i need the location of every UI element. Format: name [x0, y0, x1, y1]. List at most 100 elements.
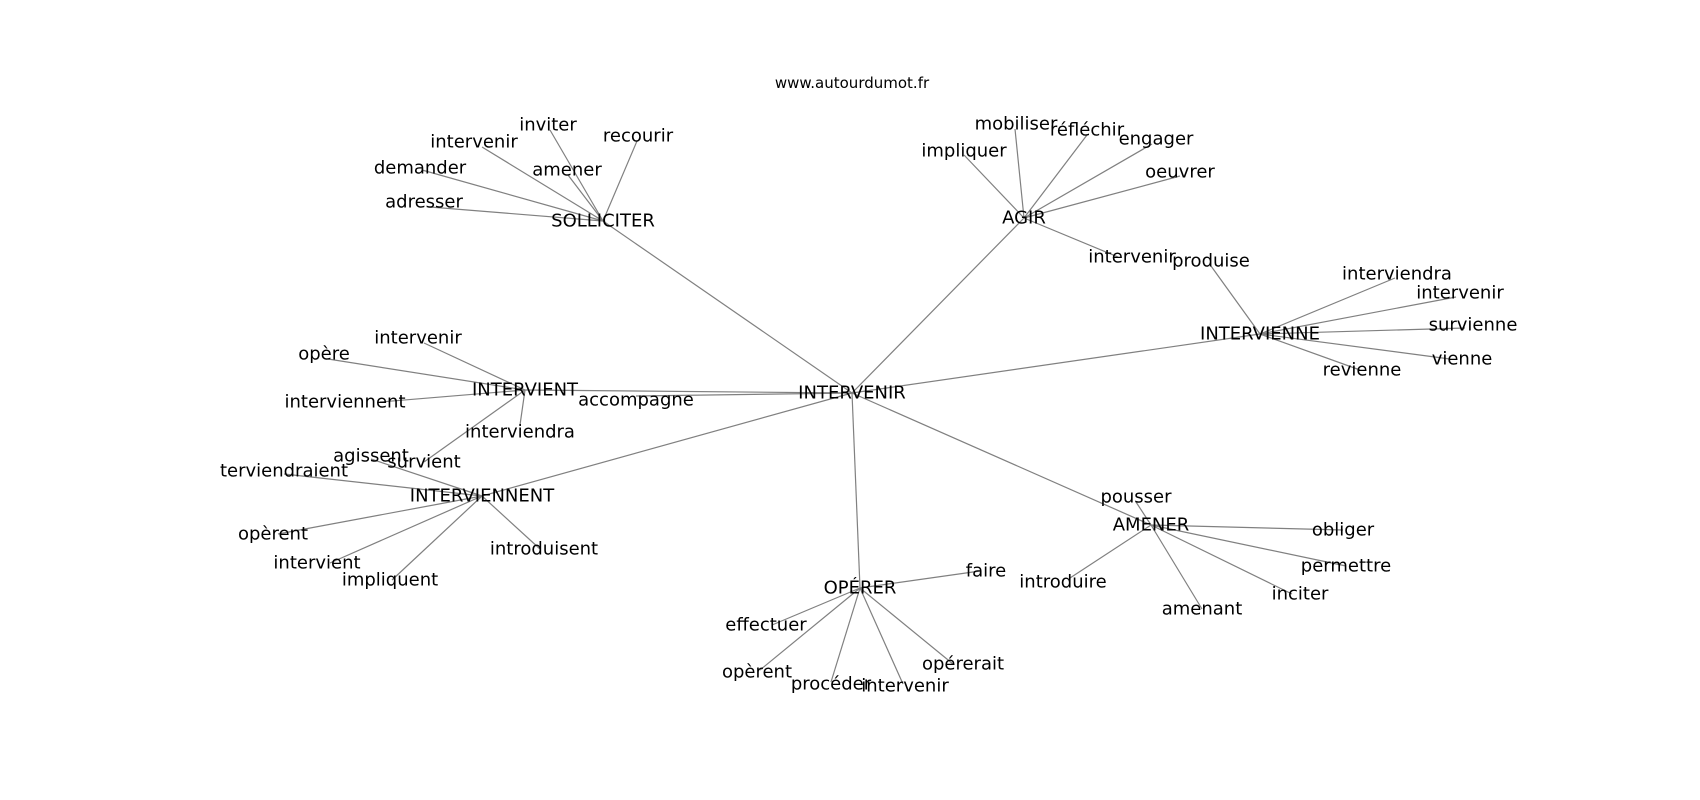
leaf-label-amener-pousser: pousser: [1100, 487, 1172, 508]
center-node-label: INTERVENIR: [798, 383, 906, 404]
edge-intervient-interviennent: [379, 389, 526, 403]
leaf-label-sollicitier-intervenir: intervenir: [430, 132, 518, 153]
leaf-label-center-accompagne: accompagne: [578, 390, 694, 411]
leaf-label-intervienne-survienne: survienne: [1429, 315, 1518, 336]
leaf-label-intervienne-vienne: vienne: [1432, 349, 1493, 370]
edge-agir-oeuvrer: [1023, 175, 1181, 219]
leaf-label-amener-introduire: introduire: [1019, 572, 1106, 593]
edge-agir-impliquer: [963, 154, 1025, 219]
hub-label-interviennent: INTERVIENNENT: [410, 486, 555, 507]
leaf-label-intervienne-interviendra: interviendra: [1342, 264, 1452, 285]
leaf-label-interviennent-introduisent: introduisent: [490, 539, 598, 560]
edge-interviennent-impliquent: [391, 495, 483, 581]
leaf-label-interviennent-intervient: intervient: [273, 553, 360, 574]
edge-operer-proceder: [830, 587, 861, 683]
leaf-label-sollicitier-recourir: recourir: [603, 126, 674, 147]
edge-center-interviennent: [481, 392, 853, 497]
edge-intervient-survient: [423, 389, 526, 463]
leaf-label-agir-mobiliser: mobiliser: [975, 114, 1058, 135]
hub-label-amener: AMENER: [1113, 515, 1190, 536]
leaf-label-sollicitier-amener: amener: [532, 160, 602, 181]
edge-agir-engager: [1023, 143, 1153, 219]
hub-label-operer: OPÉRER: [824, 577, 897, 599]
leaf-label-agir-engager: engager: [1119, 129, 1194, 150]
leaf-label-operer-opererait: opérerait: [922, 654, 1004, 675]
graph-labels: www.autourdumot.fr INTERVENIR SOLLICITER…: [220, 74, 1517, 697]
leaf-label-amener-inciter: inciter: [1272, 584, 1329, 605]
leaf-label-interviennent-agissent: agissent: [333, 446, 409, 467]
edge-amener-amenant: [1150, 524, 1203, 610]
edge-sollicitier-intervenir: [481, 146, 604, 222]
edge-amener-obliger: [1150, 524, 1344, 531]
edge-intervient-interviendra: [519, 389, 526, 426]
leaf-label-amener-permettre: permettre: [1301, 556, 1391, 577]
edge-intervienne-vienne: [1259, 333, 1451, 360]
edge-operer-opererait: [859, 587, 954, 665]
leaf-label-agir-impliquer: impliquer: [921, 141, 1007, 162]
edge-intervienne-interviendra: [1259, 277, 1396, 335]
leaf-label-interviennent-terviendraient: terviendraient: [220, 461, 348, 482]
edge-center-intervient: [524, 389, 853, 394]
leaf-label-sollicitier-demander: demander: [374, 158, 467, 179]
leaf-label-operer-effectuer: effectuer: [725, 615, 807, 636]
leaf-label-amener-obliger: obliger: [1312, 520, 1375, 541]
edge-agir-mobiliser: [1014, 128, 1025, 219]
leaf-label-agir-oeuvrer: oeuvrer: [1145, 162, 1215, 183]
edge-sollicitier-recourir: [602, 140, 638, 222]
edge-operer-operent: [759, 587, 861, 671]
edge-interviennent-operent: [277, 495, 483, 535]
edge-amener-pousser: [1135, 501, 1152, 526]
edge-intervient-intervenir: [423, 342, 526, 391]
leaf-label-interviennent-operent: opèrent: [238, 524, 308, 545]
hub-label-agir: AGIR: [1002, 208, 1046, 229]
edge-center-sollicitier: [602, 220, 853, 394]
source-url: www.autourdumot.fr: [775, 74, 930, 92]
edge-amener-inciter: [1150, 524, 1293, 595]
edge-sollicitier-demander: [421, 169, 604, 222]
edge-center-agir: [851, 217, 1025, 394]
leaf-label-amener-amenant: amenant: [1162, 599, 1243, 620]
hub-label-intervient: INTERVIENT: [472, 380, 579, 401]
leaf-label-agir-reflechir: réfléchir: [1050, 120, 1125, 141]
edge-intervient-opere: [327, 358, 526, 391]
leaf-label-sollicitier-inviter: inviter: [519, 115, 577, 136]
leaf-label-operer-operent: opèrent: [722, 662, 792, 683]
edge-center-accompagne: [635, 392, 853, 397]
leaf-label-intervient-opere: opère: [298, 344, 350, 365]
leaf-label-sollicitier-adresser: adresser: [385, 192, 463, 213]
leaf-label-intervient-interviennent: interviennent: [284, 392, 405, 413]
edge-sollicitier-inviter: [549, 129, 604, 222]
hub-label-intervienne: INTERVIENNE: [1200, 324, 1320, 345]
edge-interviennent-agissent: [370, 458, 483, 497]
edge-intervienne-revienne: [1259, 333, 1361, 371]
edge-agir-reflechir: [1023, 134, 1088, 219]
edge-intervienne-produise: [1210, 265, 1261, 335]
edge-sollicitier-amener: [567, 174, 604, 222]
leaf-label-intervient-intervenir: intervenir: [374, 328, 462, 349]
edge-intervienne-intervenir: [1259, 296, 1457, 335]
edge-amener-permettre: [1150, 524, 1347, 567]
edge-intervienne-survienne: [1259, 327, 1466, 335]
edge-operer-effectuer: [771, 587, 861, 626]
leaf-label-intervienne-revienne: revienne: [1323, 360, 1402, 381]
leaf-label-operer-faire: faire: [966, 561, 1006, 582]
edge-center-operer: [851, 392, 861, 589]
edge-interviennent-terviendraient: [283, 473, 483, 497]
edge-center-amener: [851, 392, 1152, 526]
edge-interviennent-introduisent: [481, 495, 541, 550]
hub-label-sollicitier: SOLLICITER: [551, 211, 655, 232]
leaf-label-agir-intervenir: intervenir: [1088, 247, 1176, 268]
leaf-label-operer-proceder: procéder: [791, 674, 872, 695]
edge-interviennent-intervient: [329, 495, 483, 564]
leaf-label-intervient-survient: survient: [387, 452, 460, 473]
edge-agir-intervenir: [1023, 217, 1119, 258]
leaf-label-operer-intervenir: intervenir: [861, 676, 949, 697]
leaf-label-intervienne-produise: produise: [1172, 251, 1250, 272]
edge-amener-introduire: [1069, 524, 1152, 579]
leaf-label-intervienne-intervenir: intervenir: [1416, 283, 1504, 304]
leaf-label-intervient-interviendra: interviendra: [465, 422, 575, 443]
edge-sollicitier-adresser: [429, 206, 604, 222]
graph-edges: [277, 128, 1466, 685]
leaf-label-interviennent-impliquent: impliquent: [342, 570, 438, 591]
